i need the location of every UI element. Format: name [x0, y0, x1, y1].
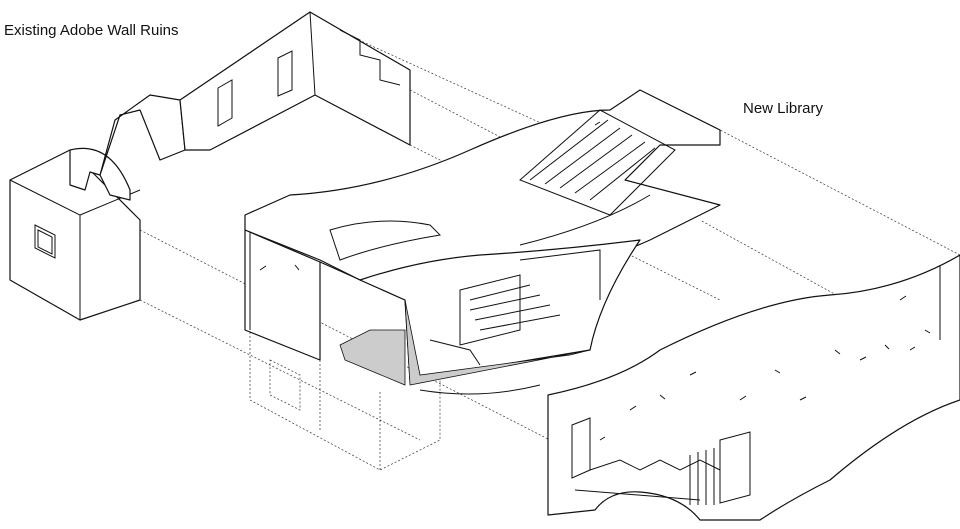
adobe-wall-ruins — [9, 11, 411, 321]
new-library-lower-volume — [547, 254, 960, 521]
new-library-upper-volume — [244, 89, 721, 361]
wall-light-openings — [259, 121, 931, 441]
central-stair-void — [339, 239, 641, 395]
label-existing-adobe-wall-ruins: Existing Adobe Wall Ruins — [4, 22, 179, 39]
label-new-library: New Library — [743, 100, 824, 117]
